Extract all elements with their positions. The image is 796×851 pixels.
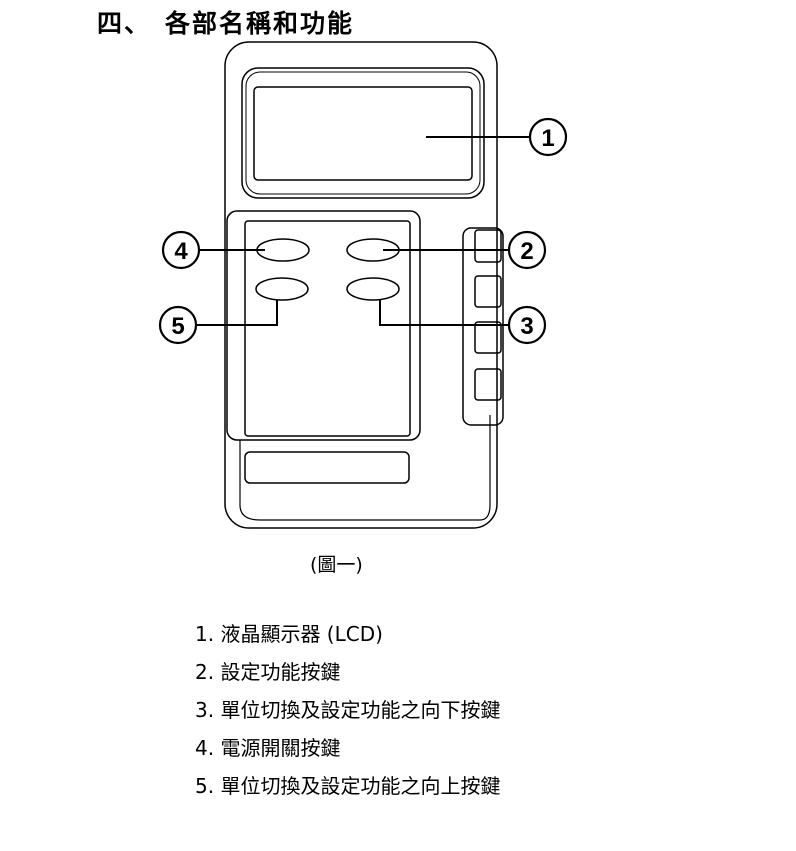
callout-label: 5: [171, 313, 184, 340]
side-button: [474, 321, 502, 354]
lcd-screen: [253, 86, 473, 181]
bottom-label-slot: [244, 451, 410, 484]
callout-label: 4: [174, 238, 188, 265]
section-heading: 四、各部名稱和功能: [97, 4, 368, 40]
callout-label: 3: [520, 313, 533, 340]
figure-caption: (圖一): [310, 554, 363, 576]
device-body: [224, 41, 498, 529]
list-item: 1. 液晶顯示器 (LCD): [195, 622, 383, 646]
down-button: [346, 277, 400, 301]
lcd-bezel: [241, 67, 485, 199]
callout-5: [158, 305, 198, 345]
callout-4: [161, 230, 201, 270]
section-title: 各部名稱和功能: [165, 9, 355, 38]
callout-label: 1: [541, 125, 554, 152]
side-panel: [462, 227, 504, 426]
device-diagram: 1 2 3 4 5: [158, 41, 568, 529]
side-button: [474, 229, 502, 263]
callout-label: 2: [520, 238, 533, 265]
up-button: [255, 277, 309, 301]
side-button: [474, 368, 502, 401]
list-item: 5. 單位切換及設定功能之向上按鍵: [195, 774, 501, 798]
section-number: 四、: [97, 9, 152, 38]
device-inner-contour: [239, 415, 491, 521]
list-item: 2. 設定功能按鍵: [195, 660, 341, 684]
parts-list: 1. 液晶顯示器 (LCD) 2. 設定功能按鍵 3. 單位切換及設定功能之向下…: [195, 615, 500, 805]
list-item: 4. 電源開關按鍵: [195, 736, 341, 760]
callout-2: [507, 230, 547, 270]
callout-1: [528, 117, 568, 157]
list-item: 3. 單位切換及設定功能之向下按鍵: [195, 698, 501, 722]
side-button: [474, 275, 502, 308]
callout-3: [507, 305, 547, 345]
